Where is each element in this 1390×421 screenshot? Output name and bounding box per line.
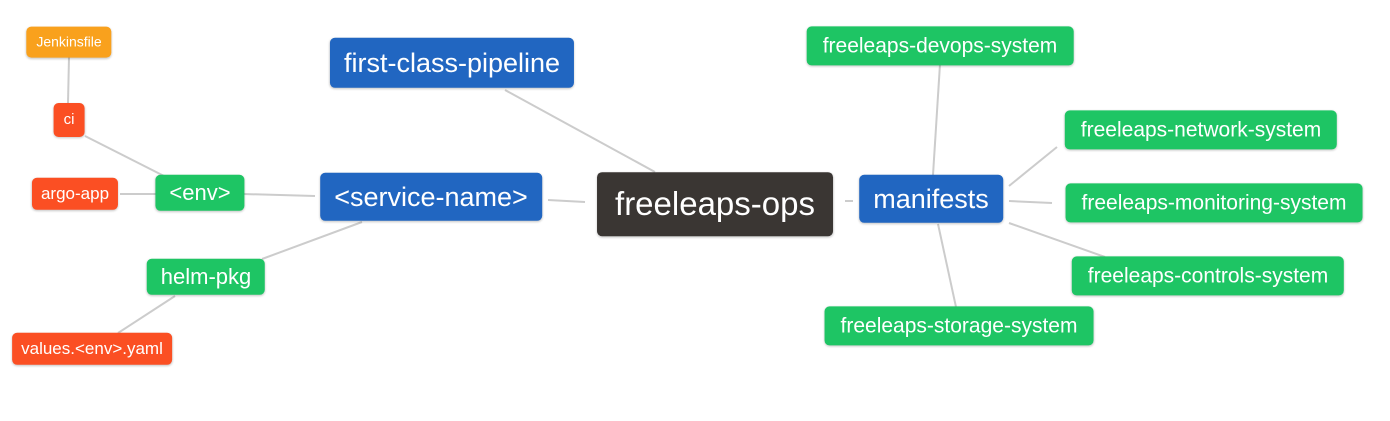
edge-service-name-helm-pkg: [261, 221, 363, 260]
node-freeleaps-monitoring-system[interactable]: freeleaps-monitoring-system: [1065, 183, 1363, 223]
node-freeleaps-network-system[interactable]: freeleaps-network-system: [1064, 110, 1338, 150]
edge-ci-env: [84, 135, 167, 178]
edge-manifests-freeleaps-controls-system: [1008, 222, 1106, 258]
node-freeleaps-storage-system[interactable]: freeleaps-storage-system: [824, 306, 1094, 346]
edge-manifests-freeleaps-storage-system: [937, 223, 957, 308]
node-argo-app[interactable]: argo-app: [31, 177, 119, 211]
node-env[interactable]: <env>: [155, 174, 245, 212]
node-service-name[interactable]: <service-name>: [320, 172, 542, 222]
node-values-env-yaml[interactable]: values.<env>.yaml: [12, 332, 172, 366]
edge-manifests-freeleaps-network-system: [1008, 146, 1058, 187]
node-freeleaps-controls-system[interactable]: freeleaps-controls-system: [1071, 256, 1345, 296]
edge-manifests-freeleaps-devops-system: [932, 63, 941, 176]
edge-helm-pkg-values-env-yaml: [117, 295, 176, 334]
edge-env-service-name: [242, 193, 316, 197]
edge-first-class-pipeline-freeleaps-ops: [504, 89, 656, 173]
node-jenkinsfile[interactable]: Jenkinsfile: [26, 26, 112, 58]
node-first-class-pipeline[interactable]: first-class-pipeline: [329, 37, 575, 89]
edge-service-name-freeleaps-ops: [547, 199, 586, 203]
edge-jenkinsfile-ci: [67, 56, 70, 104]
edge-manifests-freeleaps-monitoring-system: [1008, 200, 1053, 204]
node-ci[interactable]: ci: [53, 103, 85, 137]
node-helm-pkg[interactable]: helm-pkg: [146, 258, 266, 296]
node-manifests[interactable]: manifests: [859, 174, 1003, 224]
node-freeleaps-devops-system[interactable]: freeleaps-devops-system: [806, 26, 1074, 66]
node-freeleaps-ops[interactable]: freeleaps-ops: [597, 172, 833, 236]
